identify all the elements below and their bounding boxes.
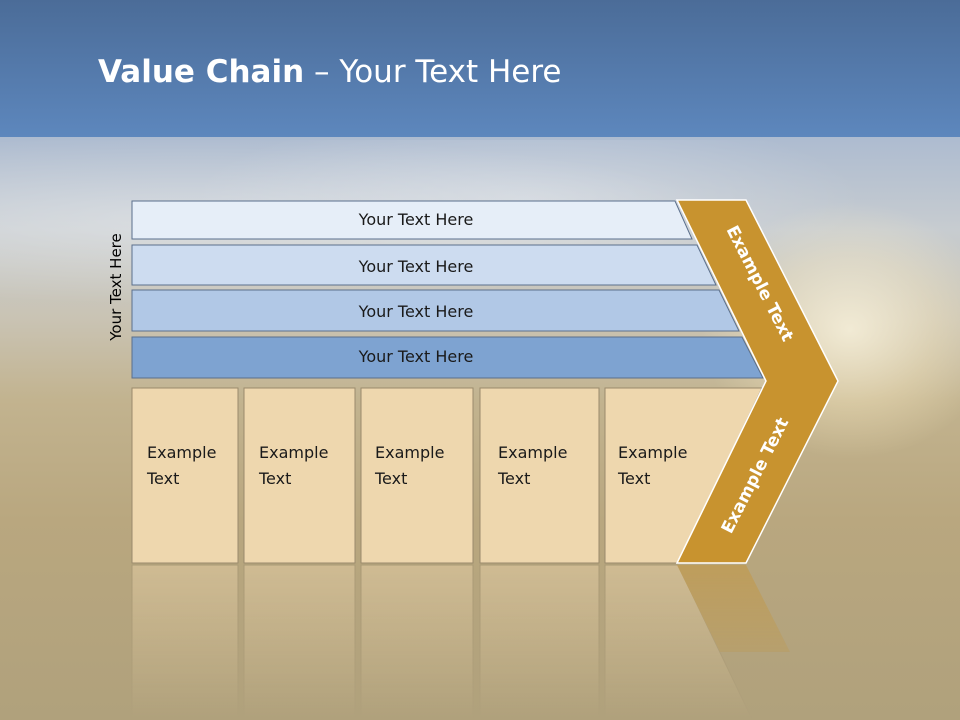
support-row-1 (131, 200, 693, 240)
support-row-3 (131, 289, 740, 332)
activity-1-line-1: Example (147, 443, 216, 462)
activity-5-line-1: Example (618, 443, 687, 462)
support-row-2 (131, 244, 717, 286)
activity-2-line-1: Example (259, 443, 328, 462)
activity-3-line-2: Text (374, 469, 407, 488)
activity-box-3 (360, 387, 474, 564)
support-row-1-label: Your Text Here (358, 210, 474, 229)
support-row-4 (131, 336, 764, 379)
support-row-2-label: Your Text Here (358, 257, 474, 276)
diagram-reflection (131, 564, 790, 720)
title-bold: Value Chain (98, 54, 305, 90)
title-banner (0, 0, 960, 137)
primary-activities: Example Text Example Text Example Text E… (131, 387, 763, 564)
activity-4-line-1: Example (498, 443, 567, 462)
chevron-shape (675, 199, 839, 564)
activity-4-line-2: Text (497, 469, 530, 488)
slide-title: Value Chain – Your Text Here (98, 54, 561, 90)
support-rows: Your Text Here Your Text Here Your Text … (131, 200, 764, 379)
support-row-3-label: Your Text Here (358, 302, 474, 321)
activity-box-1 (131, 387, 239, 564)
activity-2-line-2: Text (258, 469, 291, 488)
activity-box-4 (479, 387, 600, 564)
support-row-4-label: Your Text Here (358, 347, 474, 366)
activity-1-line-2: Text (146, 469, 179, 488)
activity-box-2 (243, 387, 356, 564)
activity-5-line-2: Text (617, 469, 650, 488)
activity-3-line-1: Example (375, 443, 444, 462)
title-rest: – Your Text Here (304, 54, 562, 90)
